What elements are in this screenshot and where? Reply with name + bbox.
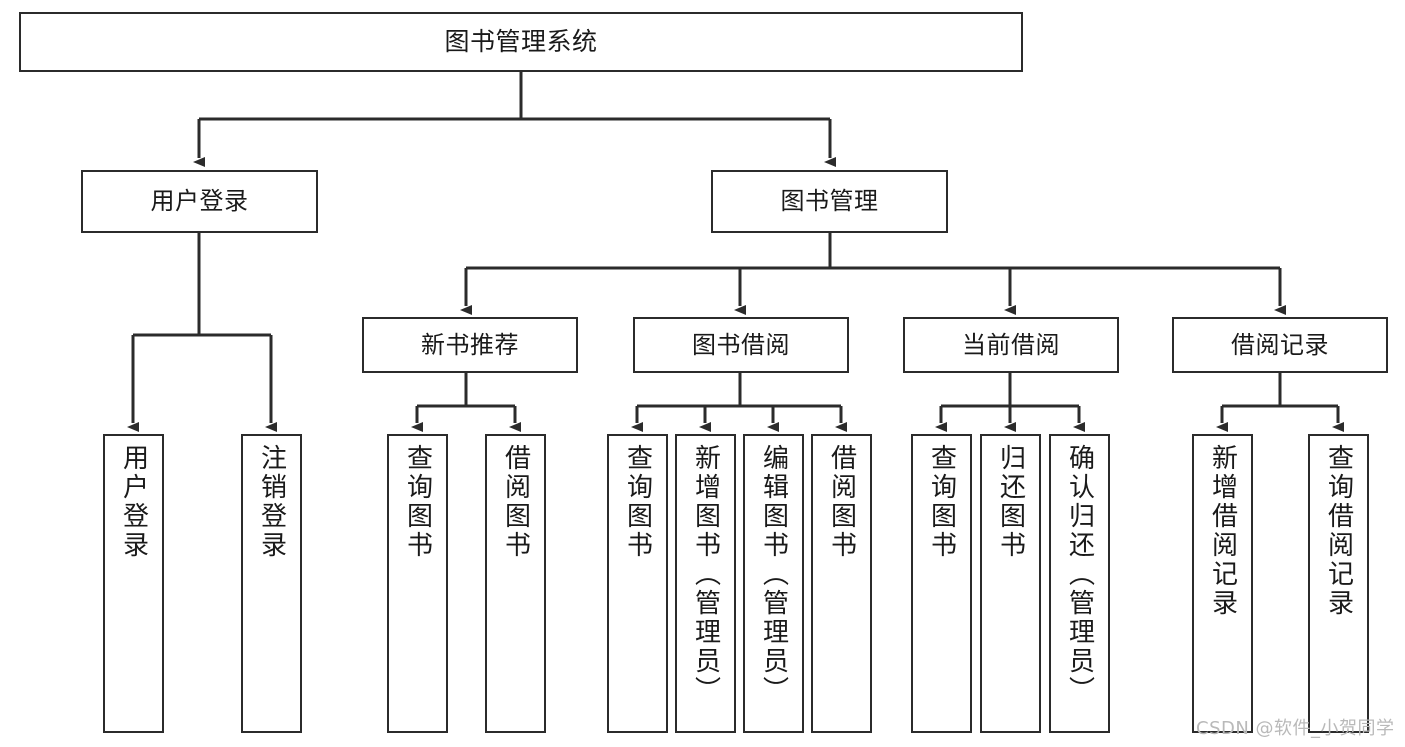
node-leaf-user-login[interactable]: 用户登录 bbox=[103, 434, 164, 733]
node-book-manage[interactable]: 图书管理 bbox=[711, 170, 948, 233]
node-leaf-borrow-book-1-label: 借阅图书 bbox=[500, 444, 531, 560]
node-root-label: 图书管理系统 bbox=[444, 27, 598, 56]
node-leaf-query-book-3[interactable]: 查询图书 bbox=[911, 434, 972, 733]
node-leaf-add-book[interactable]: 新增图书（管理员） bbox=[675, 434, 736, 733]
node-current-borrow-label: 当前借阅 bbox=[962, 330, 1060, 359]
node-leaf-query-record-label: 查询借阅记录 bbox=[1323, 444, 1354, 618]
node-current-borrow[interactable]: 当前借阅 bbox=[903, 317, 1119, 373]
watermark-text: CSDN @软件_小贺同学 bbox=[1196, 718, 1395, 739]
node-leaf-user-login-label: 用户登录 bbox=[118, 444, 149, 560]
node-leaf-borrow-book-2[interactable]: 借阅图书 bbox=[811, 434, 872, 733]
node-borrow-record[interactable]: 借阅记录 bbox=[1172, 317, 1388, 373]
node-root[interactable]: 图书管理系统 bbox=[19, 12, 1023, 72]
node-leaf-edit-book-label: 编辑图书（管理员） bbox=[758, 444, 789, 705]
node-leaf-query-book-2-label: 查询图书 bbox=[622, 444, 653, 560]
node-leaf-confirm-return[interactable]: 确认归还（管理员） bbox=[1049, 434, 1110, 733]
node-user-login-label: 用户登录 bbox=[150, 187, 249, 216]
node-leaf-query-book-1[interactable]: 查询图书 bbox=[387, 434, 448, 733]
node-leaf-add-record[interactable]: 新增借阅记录 bbox=[1192, 434, 1253, 733]
node-leaf-logout-login-label: 注销登录 bbox=[256, 444, 287, 560]
node-leaf-borrow-book-1[interactable]: 借阅图书 bbox=[485, 434, 546, 733]
node-book-borrow-label: 图书借阅 bbox=[692, 330, 790, 359]
node-new-book-recommend[interactable]: 新书推荐 bbox=[362, 317, 578, 373]
node-leaf-query-book-2[interactable]: 查询图书 bbox=[607, 434, 668, 733]
node-leaf-edit-book[interactable]: 编辑图书（管理员） bbox=[743, 434, 804, 733]
node-leaf-confirm-return-label: 确认归还（管理员） bbox=[1064, 444, 1095, 705]
node-leaf-logout-login[interactable]: 注销登录 bbox=[241, 434, 302, 733]
node-leaf-add-record-label: 新增借阅记录 bbox=[1207, 444, 1238, 618]
node-leaf-query-record[interactable]: 查询借阅记录 bbox=[1308, 434, 1369, 733]
node-new-book-recommend-label: 新书推荐 bbox=[421, 330, 519, 359]
node-leaf-return-book[interactable]: 归还图书 bbox=[980, 434, 1041, 733]
node-book-manage-label: 图书管理 bbox=[780, 187, 879, 216]
node-leaf-query-book-3-label: 查询图书 bbox=[926, 444, 957, 560]
node-borrow-record-label: 借阅记录 bbox=[1231, 330, 1329, 359]
node-leaf-return-book-label: 归还图书 bbox=[995, 444, 1026, 560]
node-user-login[interactable]: 用户登录 bbox=[81, 170, 318, 233]
node-leaf-add-book-label: 新增图书（管理员） bbox=[690, 444, 721, 705]
node-book-borrow[interactable]: 图书借阅 bbox=[633, 317, 849, 373]
node-leaf-query-book-1-label: 查询图书 bbox=[402, 444, 433, 560]
node-leaf-borrow-book-2-label: 借阅图书 bbox=[826, 444, 857, 560]
